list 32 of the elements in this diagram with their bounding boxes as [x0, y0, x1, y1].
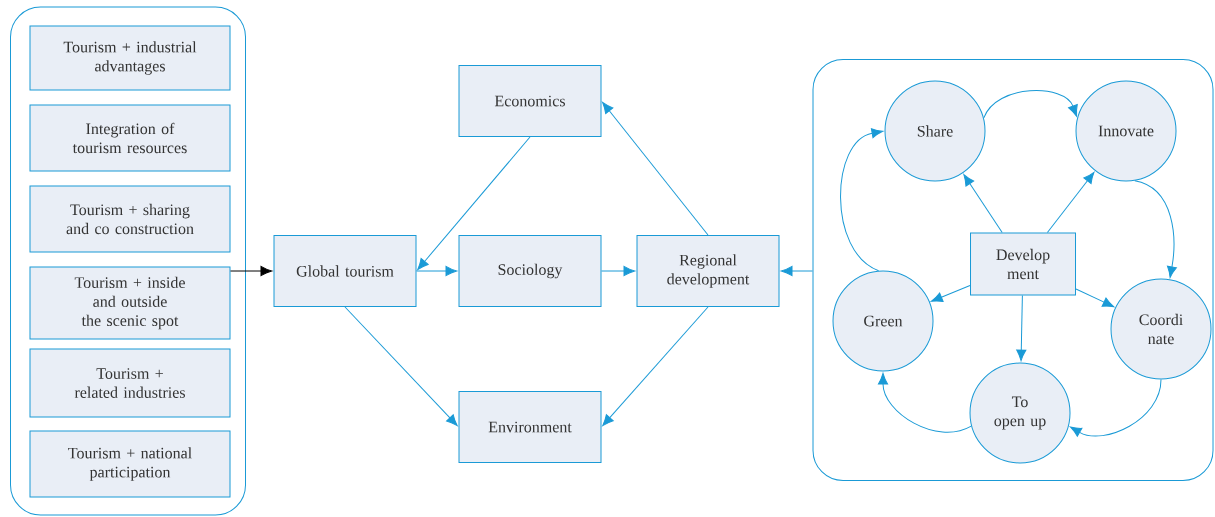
process-box: Tourism + industrial advantages: [29, 25, 231, 91]
arrow: [601, 265, 636, 277]
arrow: [416, 265, 458, 277]
process-box: Environment: [458, 391, 602, 463]
process-box: Tourism + related industries: [29, 348, 231, 418]
arrow: [1046, 171, 1095, 233]
curved-arrow: [1069, 379, 1162, 437]
arrow: [963, 174, 1003, 233]
process-box: Sociology: [458, 235, 602, 307]
arrow: [1075, 288, 1115, 308]
arrow: [1016, 295, 1027, 362]
group-panel: [10, 6, 246, 516]
process-box: Develop ment: [970, 232, 1076, 296]
curved-arrow: [840, 128, 884, 272]
process-box: Integration of tourism resources: [29, 104, 231, 172]
curved-arrow: [877, 372, 972, 433]
process-box: Regional development: [636, 235, 780, 307]
arrow: [602, 101, 709, 236]
arrow: [230, 265, 273, 277]
process-box: Tourism + sharing and co construction: [29, 185, 231, 253]
process-box: Economics: [458, 65, 602, 137]
process-box: Tourism + national participation: [29, 430, 231, 498]
process-box: Tourism + inside and outside the scenic spot: [29, 266, 231, 340]
curved-arrow: [1134, 180, 1177, 278]
process-box: Global tourism: [273, 235, 417, 307]
arrow: [780, 265, 813, 277]
curved-arrow: [983, 90, 1078, 119]
arrow: [602, 306, 709, 427]
arrow: [931, 285, 971, 302]
arrow: [344, 306, 458, 427]
group-panel: [812, 59, 1214, 481]
arrow: [417, 136, 531, 271]
